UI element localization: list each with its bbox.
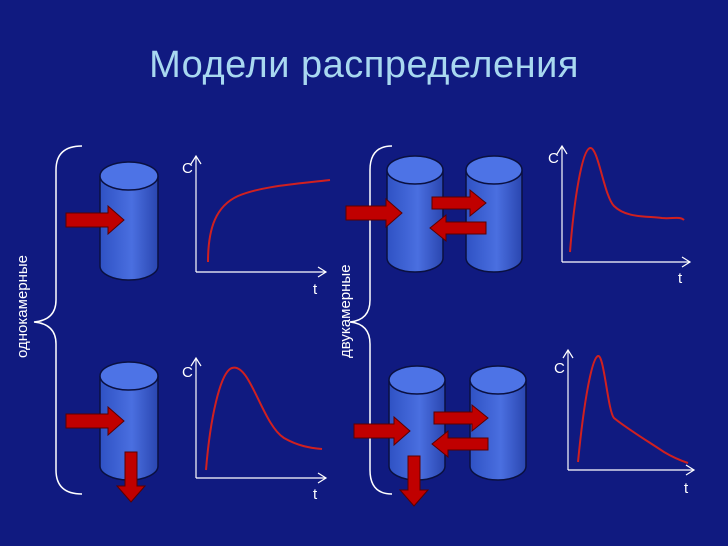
concentration-axis-label: C — [182, 364, 193, 381]
slide-title: Модели распределения — [149, 44, 579, 86]
concentration-axis-label: C — [554, 360, 565, 377]
flow-arrow-icon — [353, 415, 411, 447]
time-axis-label: t — [678, 270, 683, 287]
concentration-curve — [205, 366, 323, 471]
flow-arrow-icon — [345, 197, 403, 229]
concentration-curve — [207, 179, 331, 263]
compartment-cylinder-icon — [386, 155, 444, 273]
compartment-cylinder-icon — [388, 365, 446, 481]
flow-arrow-icon — [431, 188, 487, 218]
two-compartment-bracket — [349, 145, 393, 495]
concentration-axis-label: C — [548, 150, 559, 167]
time-axis-label: t — [684, 480, 689, 497]
flow-arrow-icon — [115, 451, 147, 503]
concentration-axes — [190, 154, 328, 278]
one-compartment-bracket — [33, 145, 83, 495]
concentration-axes — [556, 144, 692, 268]
flow-arrow-icon — [65, 405, 125, 437]
concentration-axis-label: C — [182, 160, 193, 177]
concentration-curve — [569, 146, 685, 253]
flow-arrow-icon — [65, 204, 125, 236]
flow-arrow-icon — [433, 403, 489, 433]
compartment-cylinder-icon — [469, 365, 527, 481]
compartment-cylinder-icon — [465, 155, 523, 273]
concentration-curve — [577, 354, 689, 464]
concentration-axes — [562, 348, 696, 476]
time-axis-label: t — [313, 486, 318, 503]
flow-arrow-icon — [429, 213, 487, 243]
flow-arrow-icon — [431, 429, 489, 459]
flow-arrow-icon — [398, 455, 430, 507]
concentration-axes — [190, 356, 328, 484]
time-axis-label: t — [313, 281, 318, 298]
compartment-cylinder-icon — [99, 161, 159, 281]
